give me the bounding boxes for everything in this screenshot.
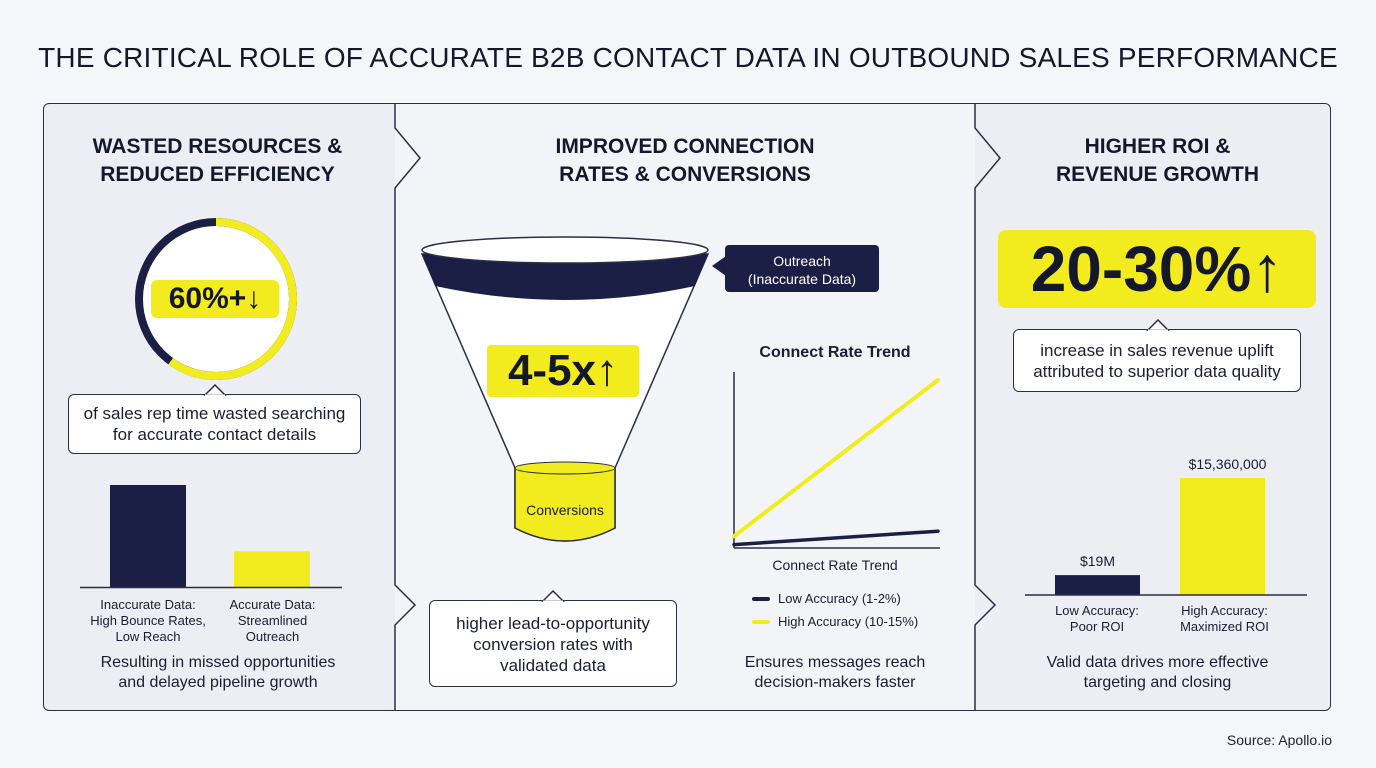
legend-low-accuracy: Low Accuracy (1-2%) bbox=[752, 591, 901, 606]
panel3-callout-pointer bbox=[1146, 319, 1170, 331]
bar-label-inaccurate-line1: Inaccurate Data: bbox=[100, 597, 196, 612]
donut-yellow-arc bbox=[135, 218, 297, 380]
panel1-callout-line2: for accurate contact details bbox=[112, 425, 317, 444]
bar-low-accuracy bbox=[1055, 575, 1140, 595]
bar-label-accurate-line1: Accurate Data: bbox=[229, 597, 316, 612]
panel1-callout: of sales rep time wasted searching for a… bbox=[68, 394, 361, 454]
legend-high-accuracy: High Accuracy (10-15%) bbox=[752, 614, 918, 629]
connect-rate-chart bbox=[732, 372, 940, 549]
panel3-callout-line2: attributed to superior data quality bbox=[1033, 362, 1281, 381]
funnel-graphic bbox=[420, 236, 710, 542]
panel1-bar-chart bbox=[80, 485, 342, 589]
legend-label-low: Low Accuracy (1-2%) bbox=[778, 591, 901, 606]
panel1-title-line1: WASTED RESOURCES & bbox=[92, 135, 343, 158]
panel3-caption: Valid data drives more effective targeti… bbox=[1000, 653, 1315, 693]
bar-label-low-line2: Poor ROI bbox=[1069, 619, 1125, 634]
bar-label-high-accuracy: High Accuracy: Maximized ROI bbox=[1167, 603, 1282, 635]
panel3-title-line2: REVENUE GROWTH bbox=[1055, 163, 1259, 186]
outreach-tag-shape bbox=[712, 245, 879, 292]
panel2-callout: higher lead-to-opportunity conversion ra… bbox=[429, 600, 677, 687]
revenue-growth-value: 20-30%↑ bbox=[998, 230, 1316, 308]
outreach-tag-line2: (Inaccurate Data) bbox=[747, 271, 857, 287]
funnel-bottom-label: Conversions bbox=[526, 502, 604, 518]
source-note: Source: Apollo.io bbox=[1226, 732, 1332, 748]
panel1-callout-line1: of sales rep time wasted searching bbox=[83, 404, 346, 423]
funnel-value: 4-5x↑ bbox=[487, 345, 639, 397]
bar-value-high: $15,360,000 bbox=[1188, 456, 1267, 472]
panel3-callout-line1: increase in sales revenue uplift bbox=[1040, 341, 1274, 360]
page-title: THE CRITICAL ROLE OF ACCURATE B2B CONTAC… bbox=[38, 42, 1338, 73]
bar-accurate-data bbox=[234, 551, 310, 587]
panel3-callout: increase in sales revenue uplift attribu… bbox=[1013, 329, 1301, 392]
panel2-title: IMPROVED CONNECTION RATES & CONVERSIONS bbox=[495, 133, 875, 189]
panel1-caption: Resulting in missed opportunities and de… bbox=[58, 653, 378, 693]
bar-label-high-line1: High Accuracy: bbox=[1181, 603, 1268, 618]
bar-label-low-accuracy: Low Accuracy: Poor ROI bbox=[1042, 603, 1152, 635]
panel1-title-line2: REDUCED EFFICIENCY bbox=[100, 163, 335, 186]
panel1-callout-pointer bbox=[203, 384, 227, 396]
series-line-low-accuracy bbox=[732, 529, 940, 547]
panel2-callout-line1: higher lead-to-opportunity bbox=[456, 614, 650, 633]
donut-value: 60%+↓ bbox=[151, 280, 279, 318]
panel2-callout-pointer bbox=[541, 590, 565, 602]
legend-swatch-high bbox=[752, 619, 770, 624]
panel2-callout-line2: conversion rates with bbox=[473, 635, 633, 654]
chart-x-label: Connect Rate Trend bbox=[772, 557, 898, 573]
series-line-high-accuracy bbox=[732, 378, 940, 539]
bar-high-accuracy bbox=[1180, 478, 1265, 595]
bar-label-low-line1: Low Accuracy: bbox=[1055, 603, 1139, 618]
bar-label-inaccurate-line2: High Bounce Rates, bbox=[90, 613, 206, 628]
panel3-caption-line1: Valid data drives more effective bbox=[1046, 654, 1269, 671]
funnel-rim bbox=[421, 236, 709, 264]
panel1-title: WASTED RESOURCES & REDUCED EFFICIENCY bbox=[60, 133, 375, 189]
panel3-bar-chart bbox=[1025, 478, 1307, 596]
chart-title: Connect Rate Trend bbox=[759, 344, 911, 361]
bar-inaccurate-data bbox=[110, 485, 186, 587]
legend-label-high: High Accuracy (10-15%) bbox=[778, 614, 919, 629]
outreach-tag: Outreach (Inaccurate Data) bbox=[725, 252, 879, 288]
panel3-title-line1: HIGHER ROI & bbox=[1084, 135, 1231, 158]
panel3-title: HIGHER ROI & REVENUE GROWTH bbox=[1000, 133, 1315, 189]
outreach-tag-line1: Outreach bbox=[773, 253, 831, 269]
panel1-caption-line1: Resulting in missed opportunities bbox=[100, 654, 336, 671]
panel2-caption-line2: decision-makers faster bbox=[754, 674, 916, 691]
bar-label-accurate-line2: Streamlined bbox=[237, 613, 308, 628]
panel2-title-line1: IMPROVED CONNECTION bbox=[555, 135, 815, 158]
panel2-caption-line1: Ensures messages reach bbox=[744, 654, 926, 671]
bar-value-low: $19M bbox=[1079, 553, 1116, 570]
panel2-caption: Ensures messages reach decision-makers f… bbox=[715, 653, 955, 693]
bar-label-inaccurate: Inaccurate Data: High Bounce Rates, Low … bbox=[83, 597, 213, 645]
panel2-title-line2: RATES & CONVERSIONS bbox=[559, 163, 811, 186]
bar-label-accurate-line3: Outreach bbox=[245, 629, 300, 644]
bar-label-accurate: Accurate Data: Streamlined Outreach bbox=[210, 597, 335, 645]
panel2-callout-line3: validated data bbox=[500, 656, 606, 675]
legend-swatch-low bbox=[752, 596, 770, 601]
panel1-caption-line2: and delayed pipeline growth bbox=[118, 674, 318, 691]
panel3-caption-line2: targeting and closing bbox=[1083, 674, 1232, 691]
bar-label-high-line2: Maximized ROI bbox=[1180, 619, 1269, 634]
bar-label-inaccurate-line3: Low Reach bbox=[115, 629, 181, 644]
